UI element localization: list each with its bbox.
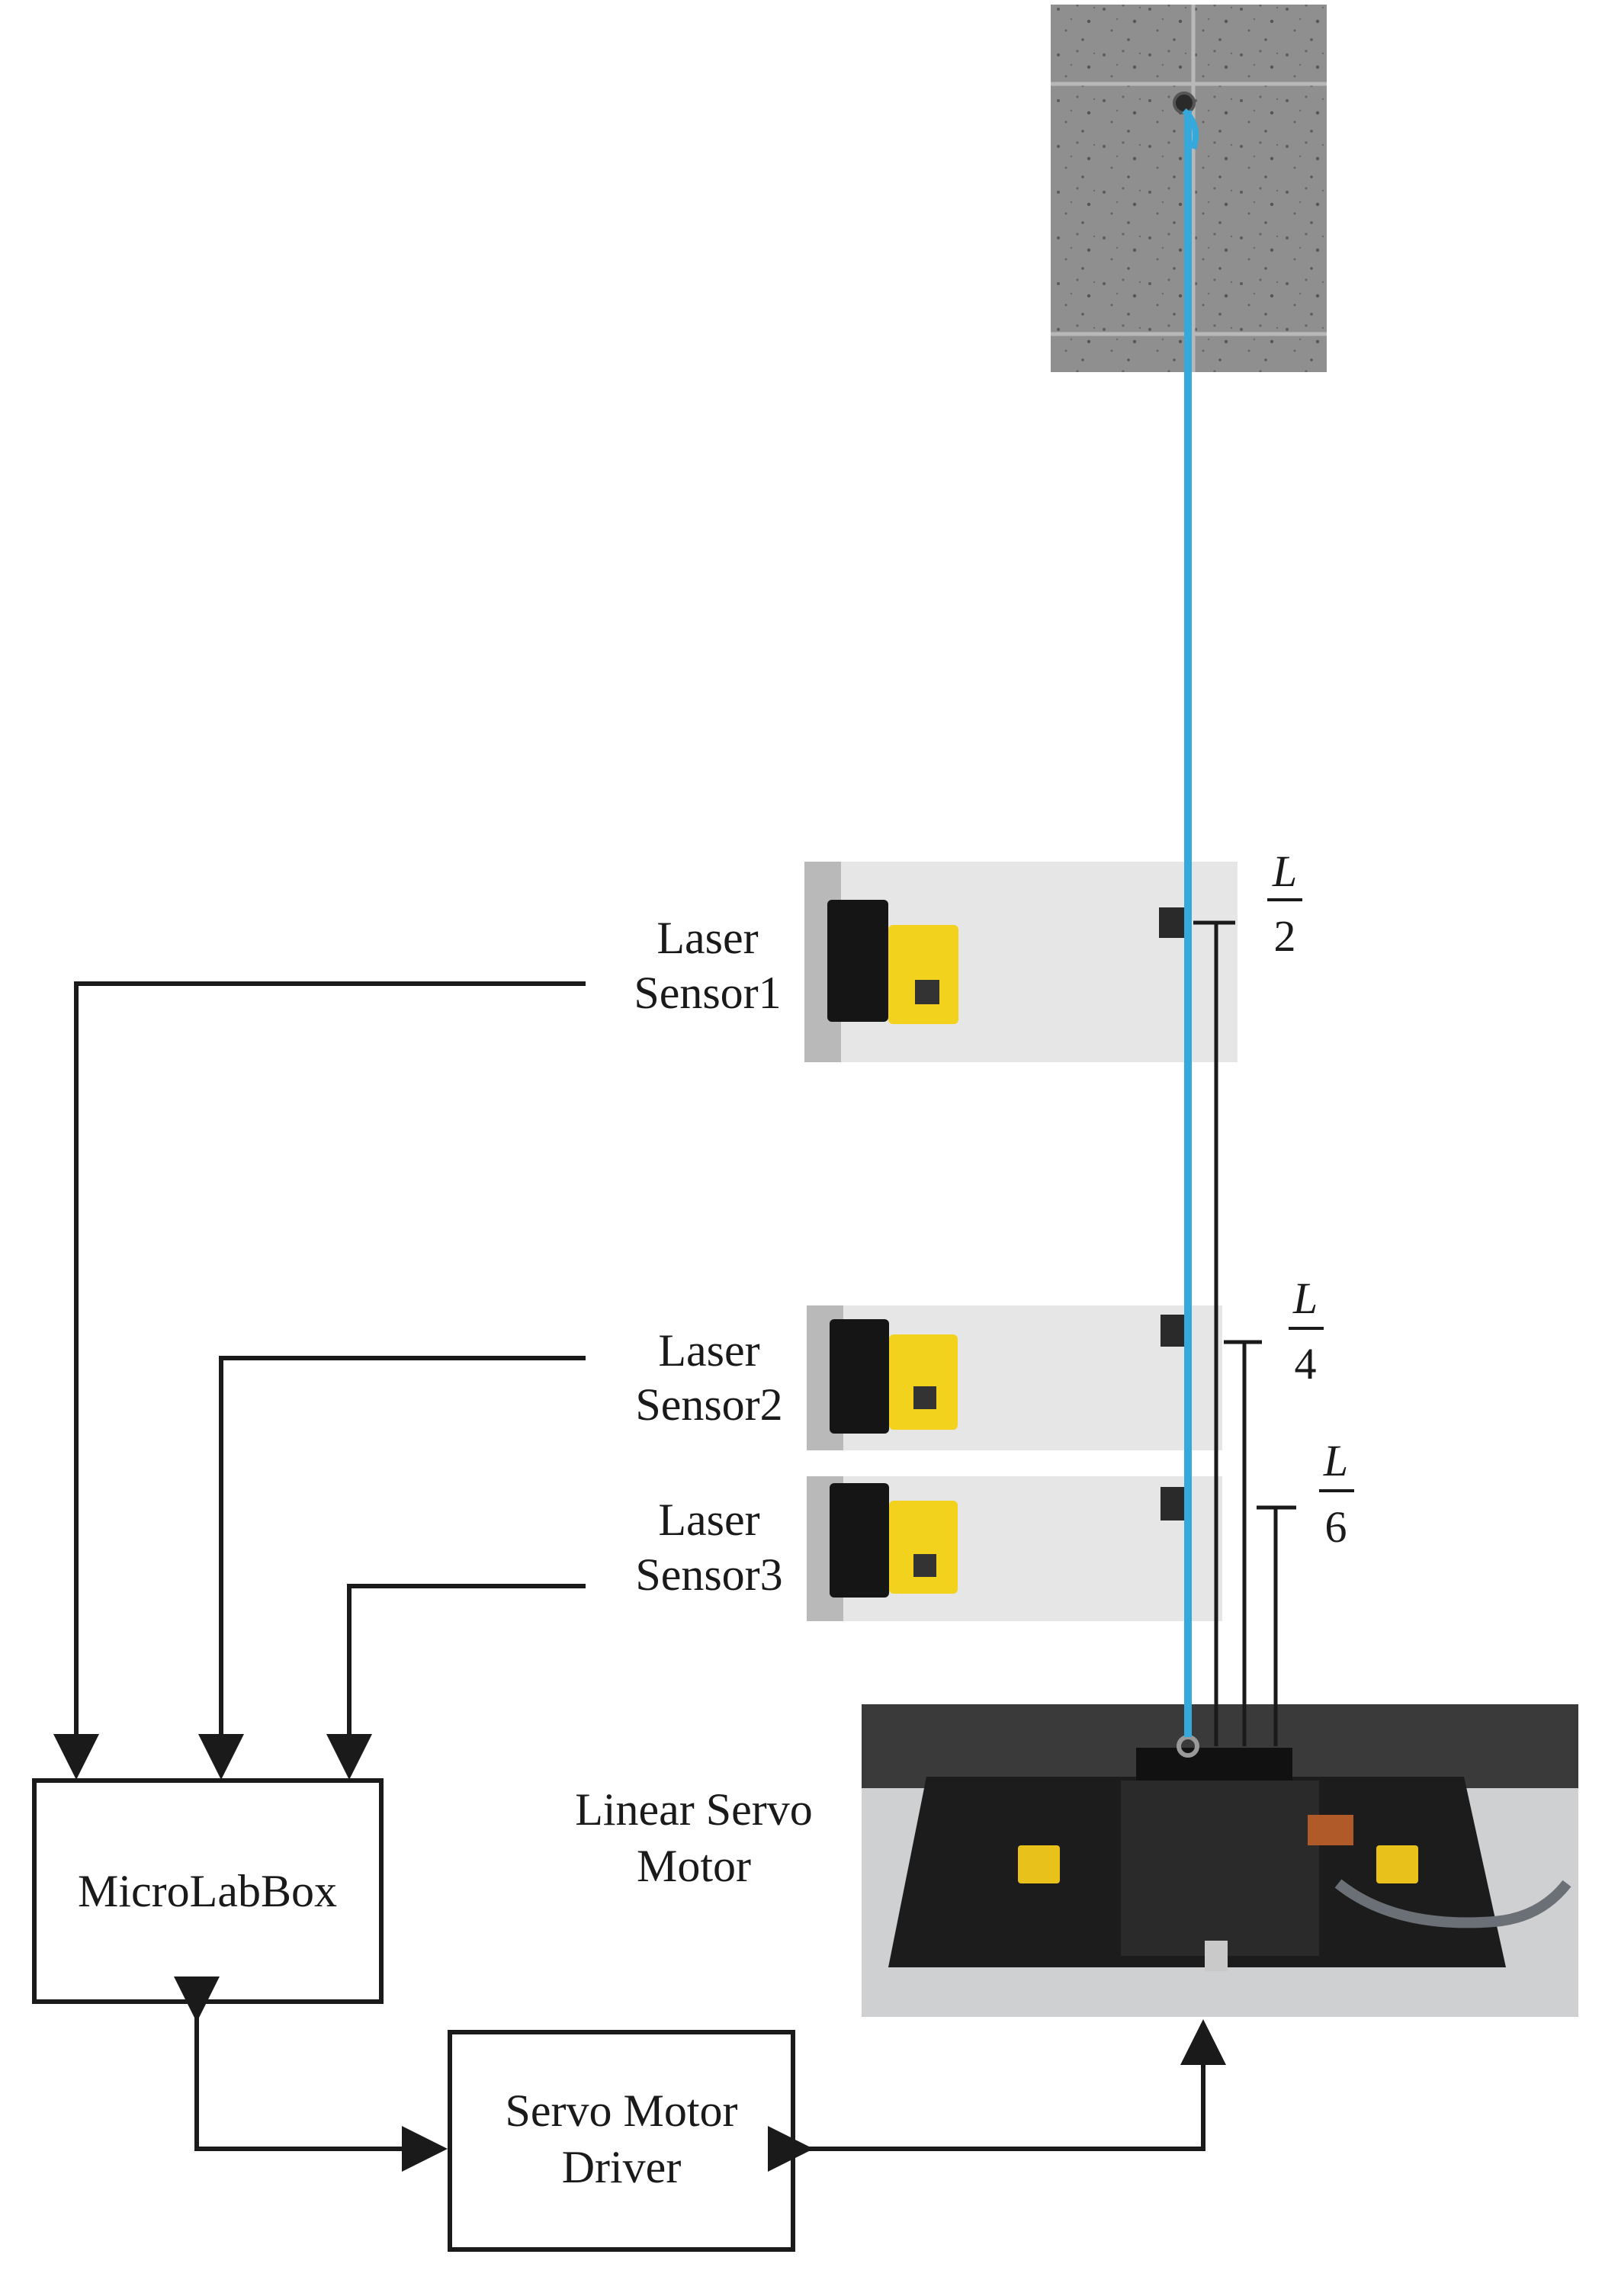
- laser-sensor1-line1: Laser: [657, 913, 758, 963]
- fraction-l-over-6: L 6: [1319, 1436, 1354, 1552]
- microlabbox-block: MicroLabBox: [32, 1778, 384, 2004]
- height-marker-l2: [1193, 920, 1235, 1746]
- fraction-denominator: 4: [1295, 1339, 1317, 1389]
- microlabbox-label: MicroLabBox: [78, 1866, 337, 1916]
- fraction-numerator: L: [1272, 846, 1297, 896]
- linear-servo-motor-line2: Motor: [637, 1841, 751, 1891]
- laser-sensor3-line1: Laser: [658, 1495, 759, 1545]
- fraction-numerator: L: [1292, 1273, 1318, 1323]
- laser-sensor2-line1: Laser: [658, 1325, 759, 1376]
- laser-sensor3-label: Laser Sensor3: [635, 1495, 782, 1600]
- laser-sensor3-line2: Sensor3: [635, 1549, 782, 1600]
- sensor2-signal-line: [198, 1356, 586, 1780]
- linear-servo-motor-photo: [862, 1704, 1578, 2017]
- driver-motor-link: [768, 2019, 1226, 2172]
- fraction-numerator: L: [1323, 1436, 1348, 1485]
- sensor1-signal-line: [53, 981, 586, 1780]
- laser-sensor1-line2: Sensor1: [634, 968, 781, 1018]
- ceiling-anchor: [1173, 92, 1196, 114]
- servo-motor-driver-block: Servo Motor Driver: [448, 2030, 795, 2252]
- servo-motor-driver-line2: Driver: [562, 2142, 682, 2192]
- sensor1-photo: [804, 862, 1238, 1062]
- fraction-l-over-4: L 4: [1289, 1273, 1324, 1389]
- linear-servo-motor-line1: Linear Servo: [575, 1784, 813, 1835]
- height-marker-l4: [1224, 1340, 1262, 1746]
- fraction-denominator: 6: [1325, 1502, 1347, 1552]
- laser-sensor1-label: Laser Sensor1: [634, 913, 781, 1018]
- fraction-denominator: 2: [1274, 911, 1296, 961]
- laser-sensor2-line2: Sensor2: [635, 1379, 782, 1430]
- microlabbox-driver-link: [174, 1976, 448, 2172]
- fraction-l-over-2: L 2: [1267, 846, 1302, 961]
- servo-motor-driver-line1: Servo Motor: [506, 2086, 738, 2136]
- sensor2-photo: [807, 1305, 1222, 1450]
- laser-sensor2-label: Laser Sensor2: [635, 1325, 782, 1430]
- height-marker-l6: [1257, 1505, 1296, 1746]
- sensor3-signal-line: [326, 1584, 586, 1780]
- sensor3-photo: [807, 1476, 1222, 1621]
- linear-servo-motor-label: Linear Servo Motor: [575, 1784, 813, 1891]
